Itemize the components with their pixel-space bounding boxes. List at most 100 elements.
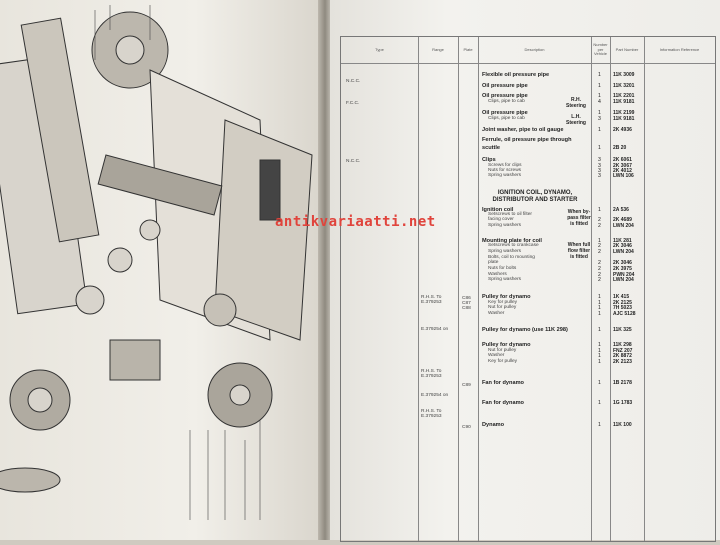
row-part-number: 1G 1783 [613, 400, 633, 406]
row-quantity: 1 [598, 83, 601, 89]
row-quantity: 2 [598, 243, 601, 249]
row-part-number: 2K 4936 [613, 127, 632, 133]
row-part-number: FNZ 207 [613, 348, 633, 354]
row-description: Washer [488, 311, 505, 316]
header-part-number: Part Number [615, 46, 639, 52]
row-description: Setscrews to crankcase [488, 243, 539, 248]
row-description: Clips, pipe to cab [488, 116, 525, 121]
condition-note: When full flow filter is fitted [567, 242, 591, 260]
row-part-number: 11K 3201 [613, 83, 635, 89]
row-description: Clips [482, 157, 496, 163]
row-part-number: 11K 325 [613, 327, 632, 333]
row-part-number: AJC 5128 [613, 311, 636, 317]
row-part-number: 2K 3975 [613, 266, 632, 272]
row-quantity: 2 [598, 272, 601, 278]
row-description: plate [488, 260, 499, 265]
row-part-number: LWN 106 [613, 173, 634, 179]
row-description: facing cover [488, 217, 514, 222]
row-part-number: 2K 3046 [613, 243, 632, 249]
row-description: scuttle [482, 145, 501, 151]
row-quantity: 1 [598, 72, 601, 78]
row-description: Fan for dynamo [482, 380, 524, 386]
book-gutter [318, 0, 332, 540]
row-part-number: 2K 2123 [613, 359, 632, 365]
row-quantity: 1 [598, 207, 601, 213]
row-quantity: 1 [598, 93, 601, 99]
row-quantity: 2 [598, 277, 601, 283]
parts-table: Type Range Plate Description Number per … [340, 36, 716, 542]
row-description: Fan for dynamo [482, 400, 524, 406]
header-number-per-vehicle: Number per Vehicle [593, 42, 608, 57]
row-quantity: 3 [598, 116, 601, 122]
row-description: Oil pressure pipe [482, 83, 528, 89]
right-page [330, 0, 720, 540]
exploded-engine-drawing [0, 5, 313, 520]
row-description: Spring washers [488, 223, 522, 228]
row-quantity: 2 [598, 260, 601, 266]
type-range-label: N.C.C. [346, 159, 361, 164]
section-heading: IGNITION COIL, DYNAMO, DISTRIBUTOR AND S… [492, 190, 578, 203]
row-description: Nuts for bolts [488, 266, 517, 271]
row-quantity: 3 [598, 168, 601, 174]
row-part-number: 2K 4012 [613, 168, 632, 174]
row-description: Nuts for screws [488, 168, 522, 173]
row-description: Ferrule, oil pressure pipe through [482, 137, 572, 143]
row-part-number: 2B 20 [613, 145, 627, 151]
row-part-number: PWN 204 [613, 272, 635, 278]
row-quantity: 4 [598, 99, 601, 105]
row-description: Spring washers [488, 277, 522, 282]
row-part-number: 11K 2199 [613, 110, 635, 116]
row-description: Spring washers [488, 173, 522, 178]
type-range-label: E.379254 on [421, 327, 449, 332]
row-quantity: 3 [598, 157, 601, 163]
row-part-number: 11K 281 [613, 238, 632, 244]
type-range-label: N.C.C. [346, 79, 361, 84]
row-quantity: 1 [598, 145, 601, 151]
row-quantity: 2 [598, 223, 601, 229]
row-part-number: LWN 204 [613, 249, 634, 255]
type-range-label: R.H.S. To E.379253 [421, 369, 442, 379]
row-quantity: 1 [598, 342, 601, 348]
row-description: Setscrews to oil filter [488, 212, 532, 217]
row-part-number: 11K 100 [613, 422, 632, 428]
row-quantity: 2 [598, 217, 601, 223]
plate-reference: C86 C87 C88 [462, 296, 471, 311]
row-quantity: 2 [598, 266, 601, 272]
row-description: Pulley for dynamo [482, 342, 531, 348]
row-description: Key for pulley [488, 359, 518, 364]
row-description: Pulley for dynamo [482, 294, 531, 300]
row-description: Pulley for dynamo (use 11K 298) [482, 327, 568, 333]
row-description: Dynamo [482, 422, 505, 428]
row-part-number: 2K 2125 [613, 300, 632, 306]
row-quantity: 1 [598, 353, 601, 359]
row-part-number: 11K 9181 [613, 116, 635, 122]
row-description: Screws for clips [488, 163, 522, 168]
header-range: Range [432, 46, 444, 52]
plate-reference: C89 [462, 383, 471, 388]
row-quantity: 1 [598, 238, 601, 244]
row-part-number: 11K 298 [613, 342, 632, 348]
row-description: Oil pressure pipe [482, 93, 528, 99]
type-range-label: R.H.S. To E.379253 [421, 295, 442, 305]
row-part-number: 1K 415 [613, 294, 630, 300]
watermark: antikvariaatti.net [275, 214, 436, 230]
row-description: Spring washers [488, 249, 522, 254]
row-description: Joint washer, pipe to oil gauge [482, 127, 564, 133]
row-quantity: 1 [598, 327, 601, 333]
type-range-label: R.H.S. To E.379253 [421, 409, 442, 419]
row-quantity: 1 [598, 305, 601, 311]
condition-note: When by-pass filter is fitted [567, 209, 591, 227]
condition-note: L.H. Steering [565, 114, 586, 126]
row-quantity: 1 [598, 422, 601, 428]
row-description: Nut for pulley [488, 348, 517, 353]
row-part-number: 2K 6061 [613, 157, 632, 163]
row-description: Mounting plate for coil [482, 238, 542, 244]
row-quantity: 1 [598, 127, 601, 133]
row-quantity: 1 [598, 348, 601, 354]
row-description: Oil pressure pipe [482, 110, 528, 116]
row-description: Washers [488, 272, 507, 277]
row-description: Ignition coil [482, 207, 514, 213]
row-part-number: 2K 8872 [613, 353, 632, 359]
row-part-number: 2K 3067 [613, 163, 632, 169]
type-range-label: E.379254 on [421, 393, 449, 398]
